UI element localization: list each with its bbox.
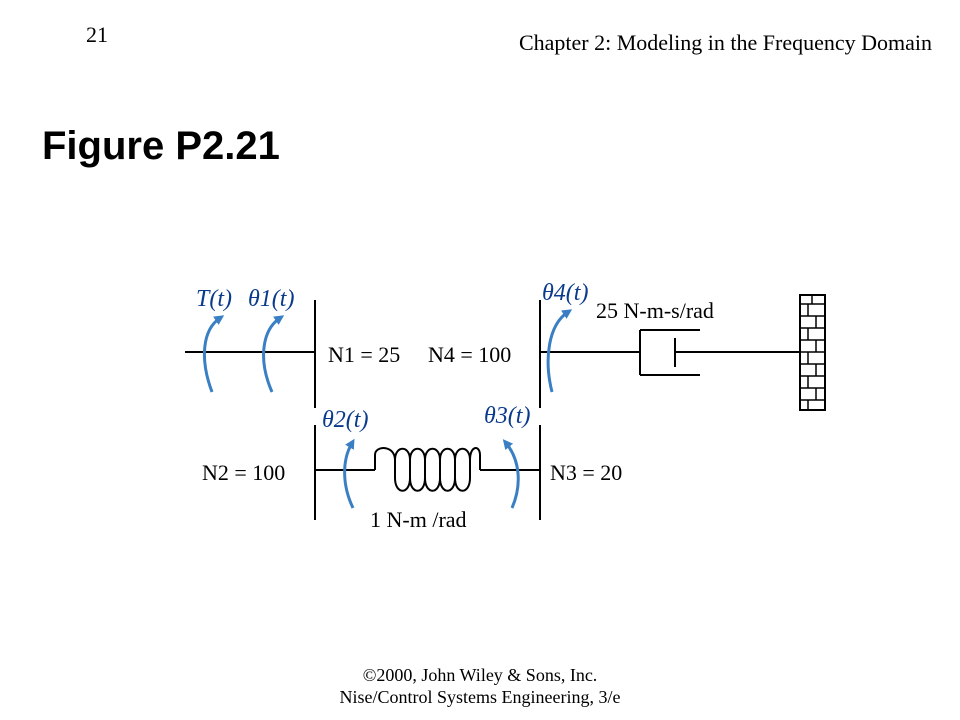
n1-label: N1 = 25: [328, 342, 400, 367]
copyright: ©2000, John Wiley & Sons, Inc.: [362, 665, 598, 685]
theta1-arrow: [262, 315, 285, 393]
fixed-wall: [799, 294, 826, 411]
n2-label: N2 = 100: [202, 460, 285, 485]
torque-label: T(t): [196, 286, 232, 312]
theta1-label: θ1(t): [248, 286, 294, 312]
n4-label: N4 = 100: [428, 342, 511, 367]
theta2-arrow: [343, 438, 355, 509]
torsion-spring: [374, 447, 481, 492]
page-number: 21: [86, 22, 108, 47]
book-reference: Nise/Control Systems Engineering, 3/e: [339, 687, 621, 707]
theta4-label: θ4(t): [542, 280, 588, 306]
theta3-arrow: [502, 439, 520, 509]
torque-arrow: [202, 315, 225, 393]
n3-label: N3 = 20: [550, 460, 622, 485]
footer: ©2000, John Wiley & Sons, Inc. Nise/Cont…: [0, 664, 960, 708]
damper: [639, 329, 800, 376]
damper-label: 25 N-m-s/rad: [596, 298, 714, 323]
figure-title: Figure P2.21: [42, 124, 280, 168]
theta2-label: θ2(t): [322, 407, 368, 433]
spring-label: 1 N-m /rad: [370, 507, 467, 532]
theta3-label: θ3(t): [484, 403, 530, 429]
theta4-arrow: [546, 309, 573, 393]
chapter-title: Chapter 2: Modeling in the Frequency Dom…: [518, 30, 932, 55]
